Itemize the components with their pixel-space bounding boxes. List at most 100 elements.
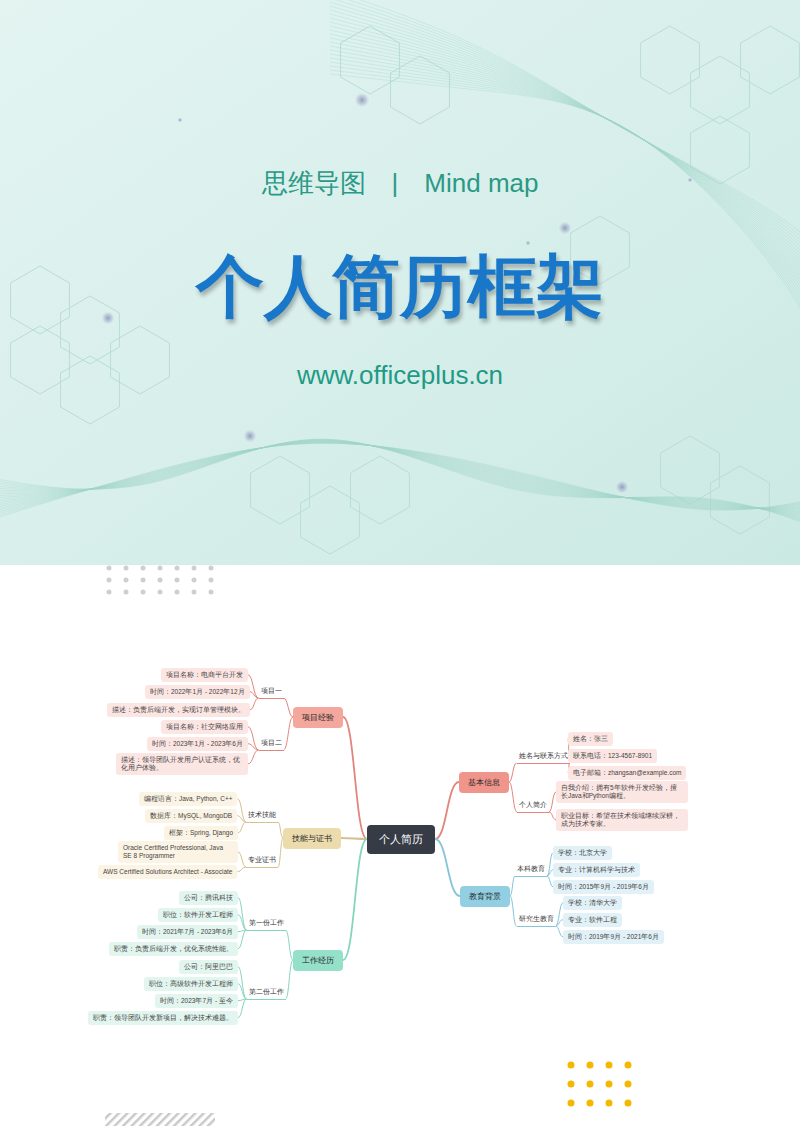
wave-line (0, 440, 800, 522)
branch-connector (248, 744, 259, 750)
leaf-topic: 职位：软件开发工程师 (158, 908, 238, 922)
branch-connector (250, 692, 259, 698)
grid-dot (175, 566, 180, 571)
wave-line (0, 443, 800, 518)
node-text: 数据库：MySQL, MongoDB (150, 812, 232, 820)
branch-topic: 技能与证书 (283, 828, 341, 849)
branch-topic: 项目经验 (293, 707, 343, 728)
grid-dot (175, 578, 180, 583)
wave-line (330, 18, 800, 268)
accent-dot (587, 1100, 594, 1107)
wave-line (0, 439, 800, 522)
leaf-topic: 项目名称：电商平台开发 (161, 668, 248, 682)
node-text: 项目名称：电商平台开发 (166, 671, 243, 679)
branch-connector (343, 839, 367, 960)
subtopic: 姓名与联系方式 (517, 751, 570, 764)
branch-connector (549, 812, 556, 820)
branch-connector (238, 999, 247, 1018)
url-row: www.officeplus.cn (0, 360, 800, 391)
wave-line (0, 440, 800, 518)
glow-dot (525, 240, 531, 246)
branch-connector (549, 792, 556, 812)
subtopic: 项目一 (259, 686, 284, 699)
grid-dot (158, 578, 163, 583)
subtopic: 专业证书 (246, 855, 278, 868)
node-text: 技术技能 (248, 811, 276, 820)
node-text: 时间：2022年1月 - 2022年12月 (150, 688, 245, 696)
node-text: 个人简介 (519, 801, 547, 810)
node-text: 时间：2023年7月 - 至今 (160, 997, 233, 1005)
leaf-topic: Oracle Certified Professional, Java SE 8… (118, 841, 238, 864)
branch-connector (286, 930, 294, 960)
leaf-topic: 时间：2019年9月 - 2021年6月 (563, 930, 664, 944)
subtopic: 本科教育 (515, 864, 547, 877)
node-text: 框架：Spring, Django (169, 829, 233, 837)
node-text: 项目经验 (302, 712, 334, 723)
node-text: 研究生教育 (519, 915, 554, 924)
branch-topic: 教育背景 (460, 886, 510, 907)
accent-dot (606, 1081, 613, 1088)
header-separator: | (392, 168, 399, 199)
header-label: 思维导图 (262, 168, 366, 199)
leaf-topic: 联系电话：123-4567-8901 (568, 749, 657, 763)
subtopic: 个人简介 (517, 800, 549, 813)
node-text: 工作经历 (302, 955, 334, 966)
node-text: 技能与证书 (292, 833, 332, 844)
hexagon (341, 26, 400, 94)
node-text: 姓名与联系方式 (519, 752, 568, 761)
grid-dot (107, 566, 112, 571)
orange-dots (568, 1062, 632, 1107)
branch-connector (238, 822, 246, 833)
leaf-topic: 时间：2023年1月 - 2023年6月 (147, 737, 248, 751)
node-text: 职业目标：希望在技术领域继续深耕，成为技术专家。 (561, 812, 683, 829)
grid-dot (107, 578, 112, 583)
grid-dot (158, 566, 163, 571)
wave-lines (0, 0, 800, 525)
leaf-topic: AWS Certified Solutions Architect - Asso… (98, 865, 237, 879)
leaf-topic: 专业：软件工程 (563, 913, 622, 927)
accent-dot (587, 1062, 594, 1069)
node-text: 教育背景 (469, 891, 501, 902)
branch-topic: 基本信息 (459, 772, 509, 793)
branch-connector (510, 876, 515, 896)
wave-line (0, 439, 800, 524)
subtopic: 研究生教育 (517, 914, 556, 927)
accent-dot (568, 1081, 575, 1088)
leaf-topic: 专业：计算机科学与技术 (553, 863, 640, 877)
accent-dot (568, 1100, 575, 1107)
branch-connector (238, 984, 247, 999)
leaf-topic: 编程语言：Java, Python, C++ (139, 792, 237, 806)
hexagon (111, 326, 170, 394)
leaf-topic: 职责：领导团队开发新项目，解决技术难题。 (88, 1011, 238, 1025)
leaf-topic: 职业目标：希望在技术领域继续深耕，成为技术专家。 (556, 809, 688, 832)
node-text: 职位：高级软件开发工程师 (149, 980, 233, 988)
leaf-topic: 时间：2015年9月 - 2019年6月 (553, 880, 654, 894)
branch-connector (435, 782, 459, 839)
branch-connector (341, 838, 367, 839)
node-text: 职位：软件开发工程师 (163, 911, 233, 919)
branch-connector (237, 799, 246, 822)
wave-line (330, 10, 800, 260)
node-text: 项目名称：社交网络应用 (166, 723, 243, 731)
accent-dot (606, 1062, 613, 1069)
branch-connector (237, 816, 246, 822)
dot-grid (107, 566, 214, 595)
wave-line (0, 439, 800, 525)
grid-dot (141, 566, 146, 571)
node-text: 第二份工作 (249, 988, 284, 997)
leaf-topic: 学校：北京大学 (553, 846, 612, 860)
branch-connector (284, 698, 294, 717)
node-text: 公司：阿里巴巴 (184, 963, 233, 971)
branch-connector (284, 717, 294, 750)
leaf-topic: 公司：腾讯科技 (179, 891, 238, 905)
node-text: 职责：负责后端开发，优化系统性能。 (114, 945, 233, 953)
subtopic: 第二份工作 (247, 987, 286, 1000)
grid-dot (192, 578, 197, 583)
accent-dot (587, 1081, 594, 1088)
node-text: 编程语言：Java, Python, C++ (144, 795, 232, 803)
branch-connector (238, 915, 247, 930)
branch-connector (343, 717, 367, 839)
header-label: Mind map (424, 168, 538, 199)
leaf-topic: 时间：2022年1月 - 2022年12月 (145, 685, 250, 699)
header-row: 思维导图 | Mind map (0, 168, 800, 199)
